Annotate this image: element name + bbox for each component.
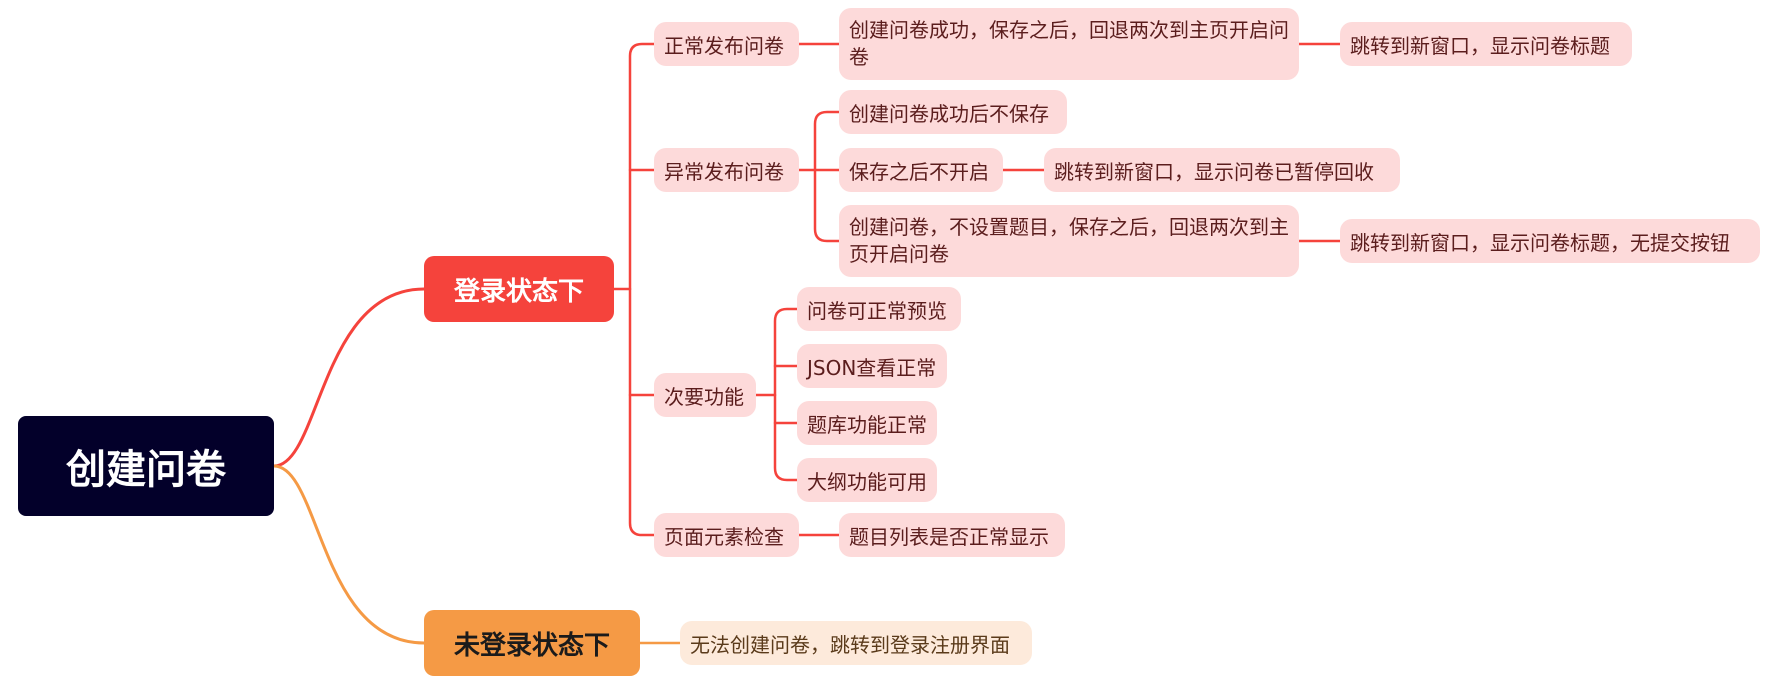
- result-abnormal-not-opened[interactable]: 跳转到新窗口，显示问卷已暂停回收: [1044, 148, 1400, 192]
- link-root-logged-out: [272, 464, 426, 645]
- item-question-list-display[interactable]: 题目列表是否正常显示: [839, 513, 1065, 557]
- item-abnormal-no-questions[interactable]: 创建问卷，不设置题目，保存之后，回退两次到主页开启问卷: [839, 205, 1299, 277]
- root-node[interactable]: 创建问卷: [18, 416, 274, 516]
- item-abnormal-not-opened[interactable]: 保存之后不开启: [839, 148, 1003, 192]
- item-outline-usable[interactable]: 大纲功能可用: [797, 458, 937, 502]
- item-question-bank-ok[interactable]: 题库功能正常: [797, 401, 937, 445]
- result-normal-publish[interactable]: 跳转到新窗口，显示问卷标题: [1340, 22, 1632, 66]
- group-page-elements[interactable]: 页面元素检查: [654, 513, 799, 557]
- link-root-logged-in: [272, 287, 426, 468]
- group-abnormal-publish[interactable]: 异常发布问卷: [654, 148, 799, 192]
- link-secondary-spine: [773, 307, 799, 482]
- group-secondary-functions[interactable]: 次要功能: [654, 373, 756, 417]
- branch-logged-in[interactable]: 登录状态下: [424, 256, 614, 322]
- item-preview-ok[interactable]: 问卷可正常预览: [797, 287, 961, 331]
- result-abnormal-no-questions[interactable]: 跳转到新窗口，显示问卷标题，无提交按钮: [1340, 219, 1760, 263]
- item-cannot-create-redirect[interactable]: 无法创建问卷，跳转到登录注册界面: [680, 621, 1032, 665]
- item-abnormal-not-saved[interactable]: 创建问卷成功后不保存: [839, 90, 1067, 134]
- link-abnormal-spine: [813, 110, 841, 243]
- item-normal-publish-case[interactable]: 创建问卷成功，保存之后，回退两次到主页开启问卷: [839, 8, 1299, 80]
- group-normal-publish[interactable]: 正常发布问卷: [654, 22, 799, 66]
- branch-logged-out[interactable]: 未登录状态下: [424, 610, 640, 676]
- item-json-view-ok[interactable]: JSON查看正常: [797, 344, 947, 388]
- link-login-spine: [628, 42, 656, 537]
